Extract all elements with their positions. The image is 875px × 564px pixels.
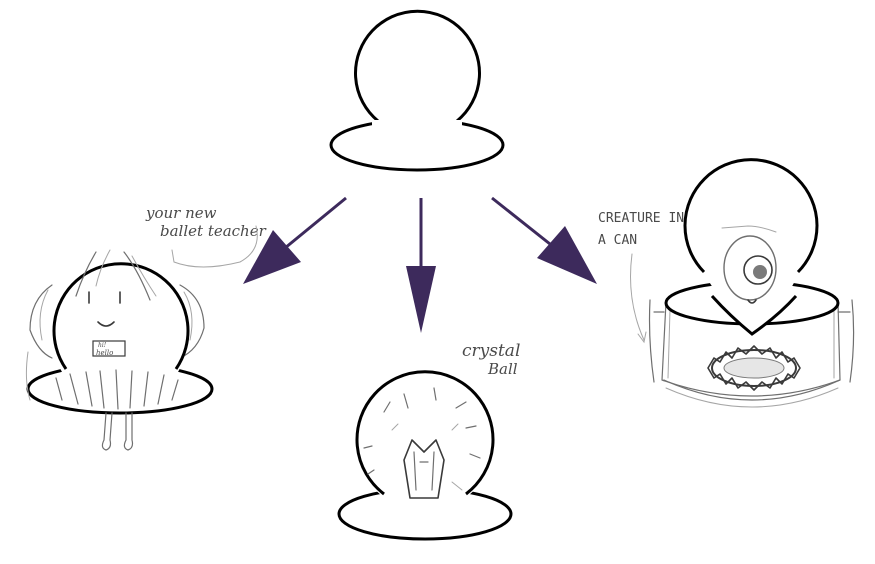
can-note: CREATURE IN A CAN <box>598 211 684 344</box>
crystal-note: crystal Ball <box>462 341 520 378</box>
badge-line-2: hello <box>96 349 113 357</box>
ballet-teacher-sketch: hi! hello <box>25 249 214 451</box>
crystal-ball-sketch <box>337 370 513 541</box>
crystal-note-line-1: crystal <box>462 341 520 361</box>
teacher-note-line-2: ballet teacher <box>160 222 267 240</box>
arrow-to-crystal-ball <box>406 198 436 333</box>
arrowhead-left <box>243 230 301 284</box>
can-note-line-2: A CAN <box>598 233 637 248</box>
can-note-line-1: CREATURE IN <box>598 211 684 226</box>
arrowhead-middle <box>406 266 436 333</box>
creature-can-sketch <box>648 157 855 408</box>
arrow-shaft-right <box>491 196 556 250</box>
teacher-note: your new ballet teacher <box>145 204 267 268</box>
teacher-note-line-1: your new <box>145 204 217 222</box>
arrow-to-ballet-teacher <box>243 196 347 284</box>
arrow-to-creature-can <box>491 196 597 284</box>
crystal-note-line-2: Ball <box>487 360 518 378</box>
source-blob-shape <box>329 5 505 172</box>
badge-line-1: hi! <box>98 342 107 349</box>
arrow-shaft-left <box>284 196 347 250</box>
arrowhead-right <box>537 226 597 284</box>
